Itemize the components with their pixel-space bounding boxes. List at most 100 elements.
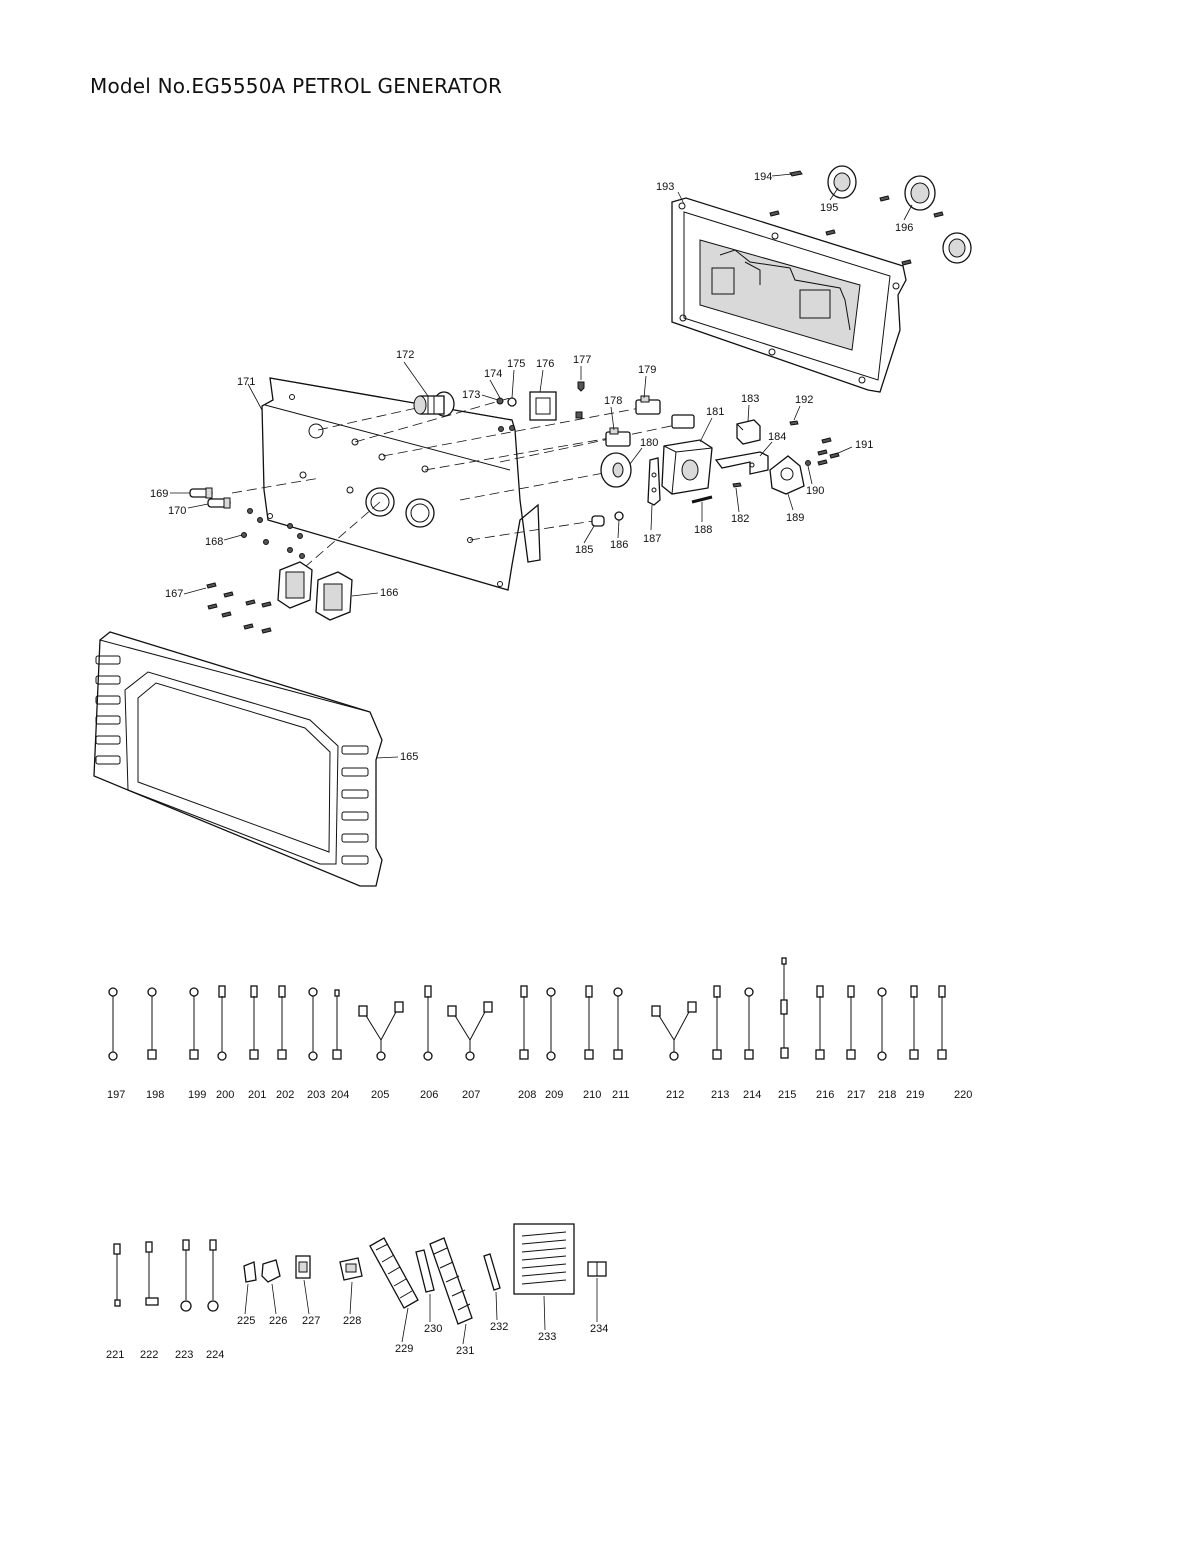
callout-184: 184 xyxy=(768,431,786,443)
wire-label-213: 213 xyxy=(711,1089,729,1101)
callout-195: 195 xyxy=(820,202,838,214)
wire-label-199: 199 xyxy=(188,1089,206,1101)
callout-labels: 194 193 195 196 172 174 175 176 177 179 … xyxy=(150,171,913,763)
wire-label-217: 217 xyxy=(847,1089,865,1101)
connector-227 xyxy=(295,1255,311,1279)
connector-226 xyxy=(261,1259,281,1283)
wire-label-214: 214 xyxy=(743,1089,761,1101)
callout-176: 176 xyxy=(536,358,554,370)
callout-171: 171 xyxy=(237,376,255,388)
wire-label-220: 220 xyxy=(954,1089,972,1101)
callout-180: 180 xyxy=(640,437,658,449)
power-sockets xyxy=(277,561,353,621)
wire-212: 212 xyxy=(651,1001,697,1101)
callout-193: 193 xyxy=(656,181,674,193)
corrugated-tube-229 xyxy=(369,1237,419,1309)
callout-169: 169 xyxy=(150,488,168,500)
wire-222 xyxy=(145,1241,159,1306)
wire-label-212: 212 xyxy=(666,1089,684,1101)
callout-181: 181 xyxy=(706,406,724,418)
callout-187: 187 xyxy=(643,533,661,545)
wire-label-207: 207 xyxy=(462,1089,480,1101)
wire-208: 208 xyxy=(518,985,536,1101)
callout-183: 183 xyxy=(741,393,759,405)
label-230: 230 xyxy=(424,1323,442,1335)
corrugated-tube-231 xyxy=(429,1237,473,1325)
wire-label-202: 202 xyxy=(276,1089,294,1101)
callout-182: 182 xyxy=(731,513,749,525)
callout-179: 179 xyxy=(638,364,656,376)
wire-label-204: 204 xyxy=(331,1089,349,1101)
callout-172: 172 xyxy=(396,349,414,361)
wire-211: 211 xyxy=(612,987,630,1101)
circuit-breaker xyxy=(661,439,713,495)
rod-and-bushing xyxy=(591,495,713,527)
sleeve-232 xyxy=(483,1253,501,1291)
wire-198: 198 xyxy=(146,987,164,1101)
wire-label-198: 198 xyxy=(146,1089,164,1101)
sleeve-230 xyxy=(415,1249,435,1293)
label-229: 229 xyxy=(395,1343,413,1355)
housing-screws xyxy=(769,170,944,266)
wire-219: 219 xyxy=(906,985,924,1101)
mounting-bracket xyxy=(647,457,661,506)
wire-label-209: 209 xyxy=(545,1089,563,1101)
wire-label-216: 216 xyxy=(816,1089,834,1101)
connector-225 xyxy=(243,1261,257,1283)
wire-209: 209 xyxy=(545,987,563,1101)
assembly-lines xyxy=(231,397,691,581)
callout-192: 192 xyxy=(795,394,813,406)
callout-196: 196 xyxy=(895,222,913,234)
label-224: 224 xyxy=(206,1349,224,1361)
socket-screws xyxy=(206,582,272,634)
wire-bundle-233 xyxy=(513,1223,575,1295)
wire-200: 200 xyxy=(216,985,234,1101)
wire-204: 204 xyxy=(331,989,349,1101)
wire-harness-row: 197 198 199 200 201 202 203 204 205 206 207 208 209 2… xyxy=(107,957,972,1101)
panel-screws xyxy=(732,420,840,488)
wire-207: 207 xyxy=(447,1001,493,1101)
wire-210: 210 xyxy=(583,985,601,1101)
wire-label-219: 219 xyxy=(906,1089,924,1101)
wire-label-211: 211 xyxy=(612,1089,630,1101)
wire-217: 217 xyxy=(846,985,865,1101)
wire-203: 203 xyxy=(307,987,325,1101)
connector-228 xyxy=(339,1257,363,1281)
callout-186: 186 xyxy=(610,539,628,551)
callout-168: 168 xyxy=(205,536,223,548)
wire-202: 202 xyxy=(276,985,294,1101)
wire-213: 213 xyxy=(711,985,729,1101)
label-225: 225 xyxy=(237,1315,255,1327)
wire-label-218: 218 xyxy=(878,1089,896,1101)
callout-175: 175 xyxy=(507,358,525,370)
label-226: 226 xyxy=(269,1315,287,1327)
wire-label-200: 200 xyxy=(216,1089,234,1101)
accessory-parts-row xyxy=(113,1223,607,1325)
wire-220: 220 xyxy=(937,985,972,1101)
control-box-housing xyxy=(671,197,907,393)
wire-label-205: 205 xyxy=(371,1089,389,1101)
wire-216: 216 xyxy=(815,985,834,1101)
switches xyxy=(605,395,695,447)
wire-201: 201 xyxy=(248,985,266,1101)
label-228: 228 xyxy=(343,1315,361,1327)
small-hardware xyxy=(496,381,585,432)
wire-206: 206 xyxy=(420,985,438,1101)
callout-191: 191 xyxy=(855,439,873,451)
wire-label-210: 210 xyxy=(583,1089,601,1101)
label-222: 222 xyxy=(140,1349,158,1361)
wire-label-215: 215 xyxy=(778,1089,796,1101)
label-223: 223 xyxy=(175,1349,193,1361)
callout-166: 166 xyxy=(380,587,398,599)
leader-lines xyxy=(170,173,913,759)
wire-label-201: 201 xyxy=(248,1089,266,1101)
label-231: 231 xyxy=(456,1345,474,1357)
front-frame xyxy=(93,631,383,887)
callout-194: 194 xyxy=(754,171,772,183)
wire-label-208: 208 xyxy=(518,1089,536,1101)
wire-224 xyxy=(207,1239,219,1312)
main-connector xyxy=(413,391,455,417)
wire-197: 197 xyxy=(107,987,125,1101)
wire-214: 214 xyxy=(743,987,761,1101)
callout-189: 189 xyxy=(786,512,804,524)
